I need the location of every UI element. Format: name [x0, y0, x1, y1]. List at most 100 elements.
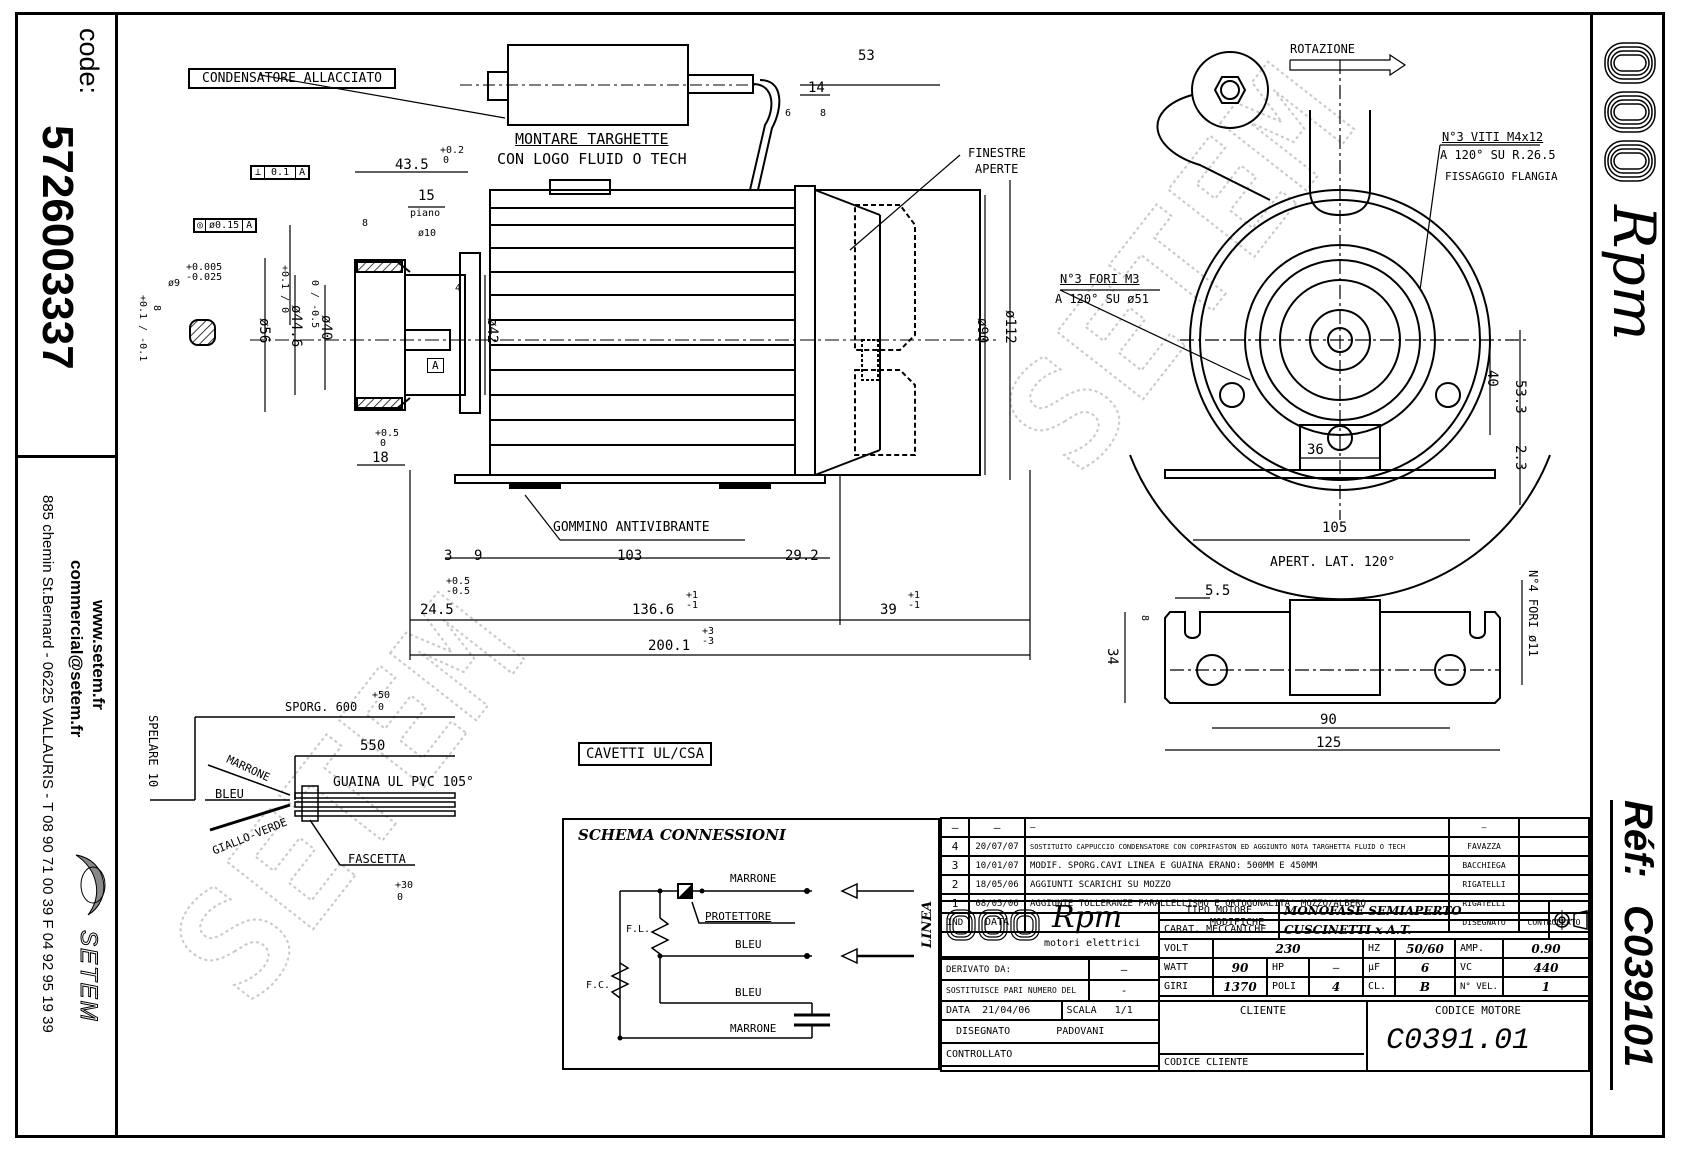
cable-fascetta: FASCETTA: [348, 852, 406, 866]
dim-d90: ø90: [974, 318, 990, 344]
dim-d42: ø42: [484, 318, 500, 344]
rev-ind: 4: [940, 836, 970, 857]
base-plate-view: [1164, 599, 1501, 704]
screws-note-line2: A 120° SU R.26.5: [1440, 148, 1556, 162]
dim-200-1-tol-dn: -3: [702, 636, 715, 647]
dim-103: 103: [617, 548, 643, 564]
screws-note-line3: FISSAGGIO FLANGIA: [1445, 170, 1558, 183]
perpendicular-icon: ⊥: [252, 167, 266, 178]
schematic-fc: F.C.: [586, 980, 611, 991]
dim-15: 15: [418, 188, 435, 204]
rev-description: SOSTITUITO CAPPUCCIO CONDENSATORE CON CO…: [1024, 836, 1450, 857]
derivation-table: DERIVATO DA: – SOSTITUISCE PARI NUMERO D…: [940, 958, 1160, 1002]
dim-d9-tol-up: +0.005: [186, 262, 223, 273]
data-cell: DATA 21/04/06: [940, 1000, 1063, 1021]
rev-date: 18/05/06: [968, 874, 1026, 895]
schematic-protettore: PROTETTORE: [705, 910, 772, 923]
connection-schematic-box: [562, 818, 940, 1070]
cl-label: CL.: [1362, 976, 1396, 997]
codice-cliente-label: CODICE CLIENTE: [1158, 1053, 1364, 1068]
rev-date: 20/07/07: [968, 836, 1026, 857]
dim-90-base: 90: [1320, 712, 1337, 728]
rev-description: MODIF. SPORG.CAVI LINEA E GUAINA ERANO: …: [1024, 855, 1450, 876]
electrical-specs-table: VOLT 230 HZ 50/60 AMP. 0.90 WATT 90 HP –…: [1158, 938, 1591, 997]
revision-row: 4 20/07/07 SOSTITUITO CAPPUCCIO CONDENSA…: [940, 836, 1590, 857]
dim-39-tol-dn: -1: [908, 600, 921, 611]
codice-motore-label: CODICE MOTORE: [1434, 1004, 1522, 1017]
uf-label: µF: [1362, 957, 1396, 978]
codice-motore-cell: CODICE MOTORE C0391.01: [1366, 1000, 1590, 1072]
conc-datum: A: [246, 220, 253, 231]
dim-d9: ø9: [168, 278, 181, 289]
cable-sporg: SPORG. 600: [285, 700, 358, 714]
watt-label: WATT: [1158, 957, 1214, 978]
dim-d10: ø10: [418, 228, 437, 239]
dim-8-key-tol: +0.1 / -0.1: [137, 295, 148, 362]
title-logo-text: Rpm: [1052, 900, 1123, 935]
rev-date: –: [968, 817, 1026, 838]
title-logo-sub: motori elettrici: [1044, 938, 1141, 949]
dim-43-5-tol-dn: 0: [443, 155, 450, 166]
dim-24-5-tol-up: +0.5: [446, 576, 471, 587]
base-holes-note: N°4 FORI ø11: [1526, 570, 1540, 657]
dim-8-flange: 8: [820, 108, 827, 119]
dim-53: 53: [858, 48, 875, 64]
dim-8-key: 8: [151, 305, 162, 312]
vc-value: 440: [1501, 957, 1591, 978]
piano-label: piano: [410, 208, 441, 219]
dim-105: 105: [1322, 520, 1348, 536]
hz-label: HZ: [1362, 938, 1396, 959]
giri-value: 1370: [1212, 976, 1268, 997]
concentricity-icon: ◎: [195, 220, 207, 231]
dim-9: 9: [474, 548, 483, 564]
dim-8-slot: 8: [1139, 615, 1150, 622]
vc-label: VC: [1454, 957, 1504, 978]
dim-4: 4: [455, 283, 462, 294]
dim-39: 39: [880, 602, 897, 618]
first-angle-projection-icon: [1552, 910, 1588, 930]
dim-24-5-tol-dn: -0.5: [446, 586, 471, 597]
codice-motore-value: C0391.01: [1386, 1024, 1531, 1058]
dim-43-5: 43.5: [395, 157, 429, 173]
dim-53-3: 53.3: [1512, 380, 1528, 414]
giri-label: GIRI: [1158, 976, 1214, 997]
disegnato-label: DISEGNATO: [956, 1026, 1011, 1037]
schematic-bleu-1: BLEU: [735, 938, 762, 951]
uf-value: 6: [1394, 957, 1456, 978]
schematic-wiring: [610, 882, 914, 1041]
drawing-frame: [15, 12, 1665, 1138]
dim-d40: ø40: [318, 315, 334, 341]
dim-200-1: 200.1: [648, 638, 691, 654]
rev-ind: 3: [940, 855, 970, 876]
rev-checked-by: [1518, 817, 1590, 838]
revision-row: 2 18/05/06 AGGIUNTI SCARICHI SU MOZZO RI…: [940, 874, 1590, 895]
rev-description: –: [1024, 817, 1450, 838]
cable-sporg-tol-up: +50: [372, 690, 391, 701]
nvel-label: N° VEL.: [1454, 976, 1504, 997]
specs-row-2: WATT 90 HP – µF 6 VC 440: [1158, 957, 1591, 978]
dim-14: 14: [808, 80, 825, 96]
concentricity-tolerance-frame: ◎ ø0.15 A: [193, 218, 258, 233]
volt-label: VOLT: [1158, 938, 1214, 959]
sostituisce-value: -: [1088, 979, 1160, 1002]
dim-29-2: 29.2: [785, 548, 819, 564]
disegnato-value: PADOVANI: [1056, 1026, 1105, 1037]
setem-swoosh-icon: [75, 854, 106, 916]
cable-guaina: GUAINA UL PVC 105°: [333, 775, 474, 790]
front-dimension-lines: [1059, 53, 1540, 541]
disegnato-cell: DISEGNATO PADOVANI: [940, 1019, 1160, 1044]
nameplate-note-line1: MONTARE TARGHETTE: [515, 130, 669, 148]
derivato-label: DERIVATO DA:: [940, 958, 1090, 981]
cliente-label: CLIENTE: [1239, 1004, 1287, 1017]
tipo-motore-value: MONOFASE SEMIAPERTO: [1278, 900, 1550, 921]
dim-d56: ø56: [256, 318, 272, 344]
title-logo-cell: Rpm motori elettrici: [940, 900, 1160, 958]
dim-34: 34: [1104, 648, 1120, 665]
rev-drawn-by: RIGATELLI: [1448, 874, 1520, 895]
datum-a-box: A: [427, 358, 444, 373]
hp-value: –: [1308, 957, 1364, 978]
dim-d40-tol: 0 / -0.5: [309, 280, 320, 329]
poli-label: POLI: [1266, 976, 1310, 997]
revision-row: 3 10/01/07 MODIF. SPORG.CAVI LINEA E GUA…: [940, 855, 1590, 876]
dim-d9-tol-dn: -0.025: [186, 272, 223, 283]
